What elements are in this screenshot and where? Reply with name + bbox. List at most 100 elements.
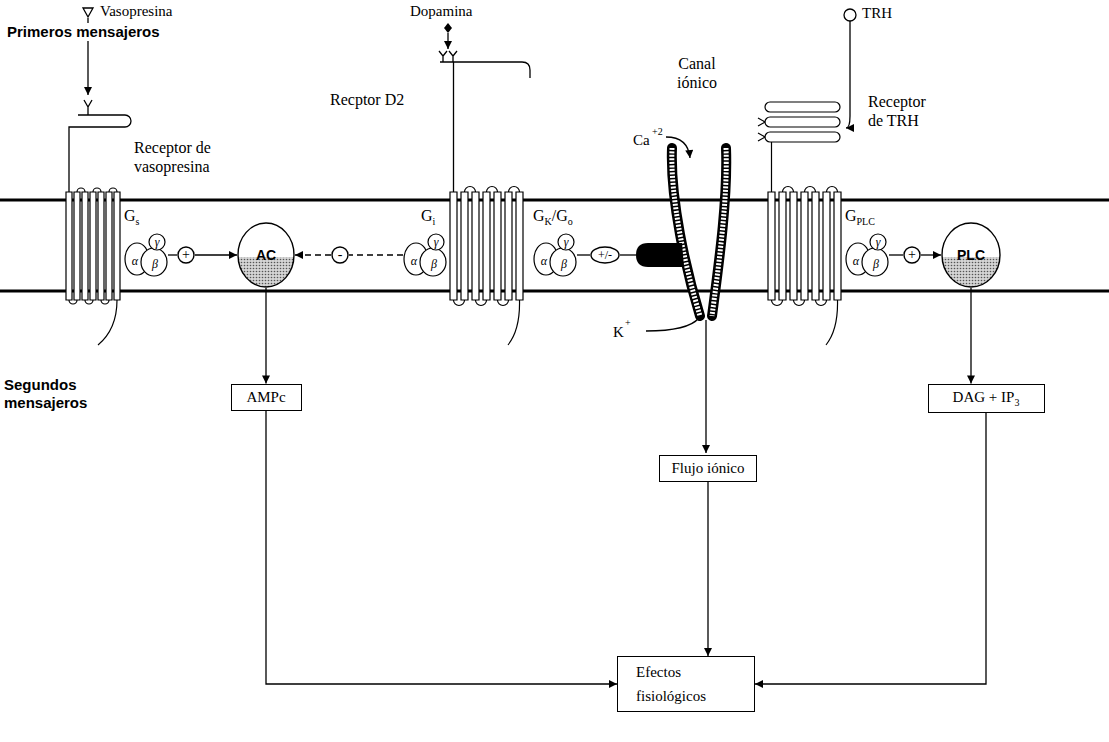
g-protein-label: Gs <box>124 208 139 227</box>
g-protein-name: K <box>545 216 552 227</box>
signal-arrow <box>755 413 986 685</box>
g-protein: Gsαβγ <box>124 233 168 277</box>
inhibition-arrow <box>349 254 403 255</box>
node-text: AMPc <box>246 389 285 405</box>
g-protein-name: PLC <box>857 216 875 227</box>
receptor-n-loop <box>765 117 840 127</box>
ligand-name: Vasopresina <box>100 2 172 20</box>
shape-border <box>238 223 294 287</box>
signal-arrow <box>970 288 971 384</box>
ion-name: K <box>613 323 624 341</box>
binding-site <box>439 51 457 62</box>
ion-name: Ca <box>633 131 650 149</box>
g-protein-outline <box>124 233 168 277</box>
trh-symbol <box>844 9 856 21</box>
signal-arrow <box>265 288 266 384</box>
shape-border <box>942 223 1000 287</box>
subunit-letter: β <box>869 256 883 272</box>
receptor-name: Receptor de vasopresina <box>134 138 230 176</box>
binding-site <box>84 100 92 115</box>
subunit-letter: γ <box>150 234 164 250</box>
second-messenger-box: AMPc <box>231 384 302 411</box>
shape-border <box>904 247 920 263</box>
signal-arrow <box>889 254 903 255</box>
shape-fill <box>904 247 920 263</box>
subunit-outline <box>870 234 886 250</box>
node-text: - <box>338 247 343 262</box>
subunit-letter: α <box>537 253 551 269</box>
receptor-n-terminus <box>69 115 131 192</box>
subunit-letter: γ <box>559 234 573 250</box>
node-text: PLC <box>957 247 985 263</box>
vasopressin-symbol <box>83 8 93 17</box>
node-text: + <box>182 247 190 262</box>
row-heading: Primeros mensajeros <box>4 23 163 41</box>
subunit-letter: γ <box>429 234 443 250</box>
subunit-outline <box>141 248 167 276</box>
ligand-name: TRH <box>862 4 892 22</box>
g-protein-name: /G <box>552 207 568 224</box>
sign-circle: + <box>903 246 921 264</box>
node-text: Efectos fisiológicos <box>636 664 706 704</box>
shape-fill <box>942 223 1000 287</box>
node-text: Flujo iónico <box>672 460 745 476</box>
shape-fill <box>238 223 294 287</box>
g-protein-outline <box>533 233 577 277</box>
inhibition-arrow <box>295 254 331 255</box>
receptor-name: Recptor D2 <box>330 90 404 109</box>
shape-border <box>178 247 194 263</box>
subunit-letter: α <box>407 253 421 269</box>
subunit-letter: α <box>849 253 863 269</box>
channel-gate <box>636 243 684 267</box>
membrane-line <box>0 290 1109 293</box>
signal-arrow <box>577 254 590 255</box>
receptor-n-loop <box>765 102 840 112</box>
g-protein-label: GPLC <box>845 208 875 227</box>
subunit-outline <box>550 248 576 276</box>
receptor-helices <box>66 192 120 300</box>
sign-ellipse: +/- <box>590 246 620 264</box>
sign-circle: - <box>331 246 349 264</box>
receptor-helices <box>768 192 841 300</box>
gate-line <box>620 254 636 255</box>
shape-fill <box>332 247 348 263</box>
node-text: +/- <box>598 248 612 262</box>
subunit-letter: β <box>148 256 162 272</box>
receptor-n-terminus <box>758 118 772 192</box>
g-protein-name: G <box>124 207 136 224</box>
receptor-helices <box>450 192 523 300</box>
membrane-line <box>0 199 1109 202</box>
node-text: DAG + IP <box>953 389 1015 405</box>
shape-border <box>591 247 619 263</box>
enzyme-oval: AC <box>237 222 295 288</box>
enzyme-oval: PLC <box>941 222 1001 288</box>
subunit-letter: β <box>427 256 441 272</box>
channel-arrow <box>705 320 706 453</box>
ligand-arrow <box>447 33 448 49</box>
g-protein-outline <box>403 233 447 277</box>
signal-arrow <box>195 254 237 255</box>
node-text: 3 <box>1014 397 1019 408</box>
channel-name: Canal iónico <box>667 54 727 92</box>
second-messenger-box: DAG + IP3 <box>928 384 1045 413</box>
ion-arrow <box>666 137 690 158</box>
g-protein-name: G <box>845 207 857 224</box>
channel-hatching <box>672 148 700 316</box>
sign-circle: + <box>177 246 195 264</box>
g-protein-name: s <box>136 216 140 227</box>
g-protein-name: o <box>568 216 573 227</box>
signal-arrow <box>168 254 177 255</box>
shape-fill <box>178 247 194 263</box>
g-protein: Giαβγ <box>403 233 447 277</box>
g-protein-name: i <box>433 216 436 227</box>
subunit-letter: β <box>557 256 571 272</box>
receptor-n-terminus <box>440 62 530 192</box>
ion-charge: +2 <box>652 126 663 138</box>
receptor-n-loop <box>765 132 840 142</box>
g-protein-outline <box>845 233 889 277</box>
shape-border <box>332 247 348 263</box>
subunit-outline <box>149 234 165 250</box>
second-messenger-box: Flujo iónico <box>659 455 757 482</box>
